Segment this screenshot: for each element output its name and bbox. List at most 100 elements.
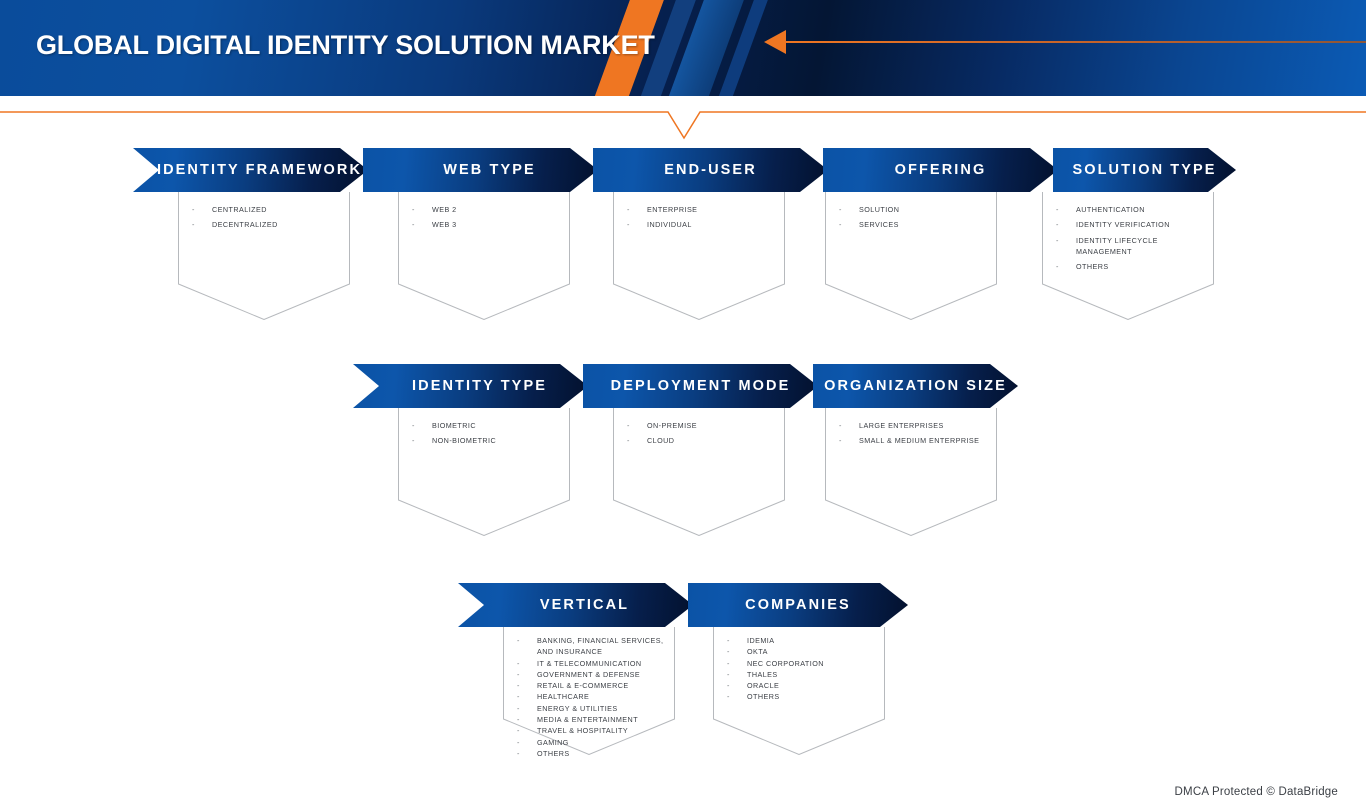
list-item: -ORACLE [727,680,879,691]
segment-banner-organization-size[interactable]: ORGANIZATION SIZE [813,364,1018,408]
arrow-rule-decoration [786,41,1366,43]
bullet-dash-icon: - [412,421,415,430]
divider-rule [0,111,1366,140]
list-item-label: ENTERPRISE [647,205,698,214]
list-item: -WEB 2 [412,204,564,215]
list-item: -DECENTRALIZED [192,219,344,230]
list-item-label: ENERGY & UTILITIES [537,703,618,713]
list-item: -MEDIA & ENTERTAINMENT [517,714,669,725]
list-item: -RETAIL & E-COMMERCE [517,680,669,691]
list-item: -LARGE ENTERPRISES [839,420,991,431]
list-item: -OTHERS [517,748,669,759]
bullet-dash-icon: - [727,636,730,645]
list-item: -OTHERS [727,691,879,702]
list-item-label: NON-BIOMETRIC [432,436,497,446]
left-arrow-icon [764,30,786,54]
banner-label-solution-type: SOLUTION TYPE [1072,162,1217,178]
list-item: - ON-PREMISE [627,420,779,431]
list-item-label: GOVERNMENT & DEFENSE [537,669,641,679]
segment-card-solution-type: -AUTHENTICATION - IDENTITY VERIFICATION - ID… [1042,192,1214,320]
segment-banner-end-user[interactable]: END-USER [593,148,828,192]
segment-card-outline-offering [825,192,997,320]
list-item-label: IDENTITY VERIFICATION [1076,220,1170,230]
banner-label-web-type: WEB TYPE [443,162,536,178]
list-item: -CENTRALIZED [192,204,344,215]
page-title: GLOBAL DIGITAL IDENTITY SOLUTION MARKET [36,30,655,60]
bullet-dash-icon: - [839,205,842,214]
list-item-label: WEB 3 [432,220,457,230]
segment-card-outline-deployment-mode [613,408,785,536]
bullet-dash-icon: - [1056,235,1059,245]
bullet-dash-icon: - [727,681,730,691]
list-item: -AUTHENTICATION [1056,204,1208,215]
bullet-dash-icon: - [517,658,520,668]
banner-label-identity-framework: IDENTITY FRAMEWORK [156,162,363,178]
segment-card-web-type: -WEB 2 - WEB 3 [398,192,570,320]
bullet-dash-icon: - [517,669,520,679]
bullet-dash-icon: - [839,421,842,430]
banner-chevron-identity-framework [133,148,368,192]
bullet-dash-icon: - [412,220,415,230]
list-item-label: IDENTITY LIFECYCLE MANAGEMENT [1076,235,1158,256]
segment-list-identity-type: -BIOMETRIC-NON-BIOMETRIC [412,420,564,451]
list-item-label: OKTA [747,647,768,657]
bullet-dash-icon: - [839,220,842,230]
banner-label-identity-type: IDENTITY TYPE [412,378,547,394]
segment-card-identity-type: -BIOMETRIC-NON-BIOMETRIC [398,408,570,536]
banner-chevron-identity-type [353,364,588,408]
segment-card-outline-vertical [503,627,675,755]
bullet-dash-icon: - [517,726,520,736]
segment-list-web-type: -WEB 2 - WEB 3 [412,204,564,235]
segment-banner-offering[interactable]: OFFERING [823,148,1058,192]
list-item-label: TRAVEL & HOSPITALITY [537,726,629,736]
segment-card-vertical: - BANKING, FINANCIAL SERVICES, AND INSURA… [503,627,675,758]
segment-card-outline-companies [713,627,885,755]
list-item: -CLOUD [627,435,779,446]
bullet-dash-icon: - [517,636,520,645]
list-item: - IDENTITY VERIFICATION [1056,219,1208,230]
list-item: - TRAVEL & HOSPITALITY [517,725,669,736]
segment-card-deployment-mode: - ON-PREMISE -CLOUD [613,408,785,536]
list-item: - BANKING, FINANCIAL SERVICES, AND INSURA… [517,635,669,658]
banner-label-end-user: END-USER [664,162,757,178]
banner-chevron-organization-size [813,364,1018,408]
list-item: - IDENTITY LIFECYCLE MANAGEMENT [1056,235,1208,258]
list-item: -OTHERS [1056,261,1208,272]
footer-credit: DMCA Protected © DataBridge [1174,786,1338,798]
segment-card-end-user: -ENTERPRISE-INDIVIDUAL [613,192,785,320]
bullet-dash-icon: - [1056,220,1059,230]
list-item-label: ON-PREMISE [647,421,698,430]
list-item-label: OTHERS [537,748,570,758]
segment-banner-vertical[interactable]: VERTICAL [458,583,693,627]
list-item: -HEALTHCARE [517,691,669,702]
bullet-dash-icon: - [839,436,842,446]
list-item: -IT & TELECOMMUNICATION [517,658,669,669]
bullet-dash-icon: - [627,421,630,430]
bullet-dash-icon: - [627,436,630,446]
list-item-label: BANKING, FINANCIAL SERVICES, AND INSURAN… [537,636,664,657]
list-item: -ENERGY & UTILITIES [517,703,669,714]
banner-chevron-companies [688,583,908,627]
segment-card-outline-solution-type [1042,192,1214,320]
segment-list-vertical: - BANKING, FINANCIAL SERVICES, AND INSURA… [517,635,669,759]
segment-list-solution-type: -AUTHENTICATION - IDENTITY VERIFICATION - ID… [1056,204,1208,276]
segment-banner-identity-framework[interactable]: IDENTITY FRAMEWORK [133,148,368,192]
list-item: - THALES [727,669,879,680]
list-item-label: CENTRALIZED [212,205,267,214]
segment-banner-deployment-mode[interactable]: DEPLOYMENT MODE [583,364,818,408]
segment-list-offering: -SOLUTION-SERVICES [839,204,991,235]
segment-list-companies: -IDEMIA-OKTA-NEC CORPORATION-THALES-ORAC… [727,635,879,703]
bullet-dash-icon: - [192,220,195,230]
segment-list-end-user: -ENTERPRISE-INDIVIDUAL [627,204,779,235]
segment-banner-solution-type[interactable]: SOLUTION TYPE [1053,148,1236,192]
segment-banner-web-type[interactable]: WEB TYPE [363,148,598,192]
list-item-label: THALES [747,669,778,679]
segment-banner-identity-type[interactable]: IDENTITY TYPE [353,364,588,408]
bullet-dash-icon: - [727,669,730,679]
segment-banner-companies[interactable]: COMPANIES [688,583,908,627]
list-item-label: NEC CORPORATION [747,658,824,668]
segment-card-identity-framework: -CENTRALIZED-DECENTRALIZED [178,192,350,320]
list-item: -INDIVIDUAL [627,219,779,230]
list-item-label: OTHERS [747,692,780,702]
